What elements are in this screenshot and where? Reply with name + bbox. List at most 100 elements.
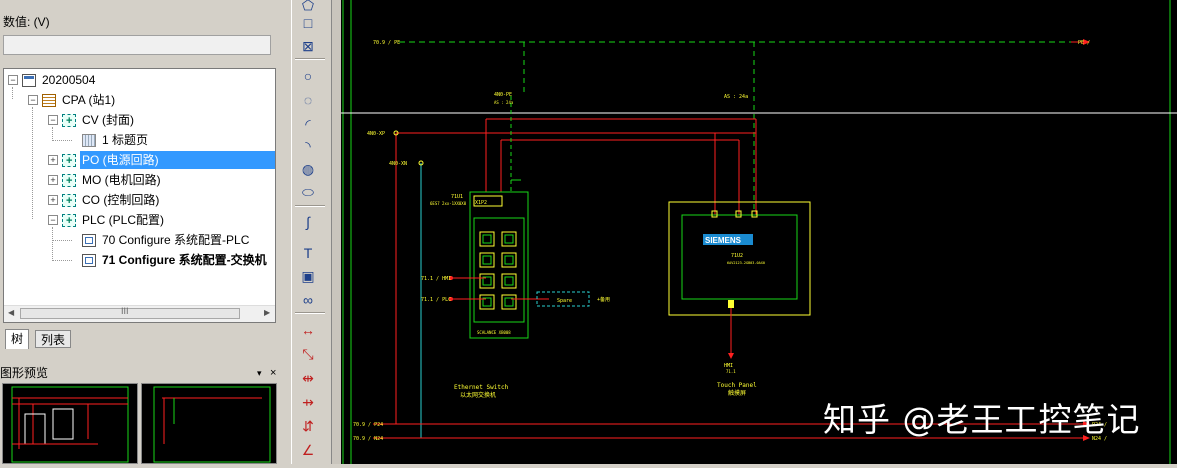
- preview-thumbnail-2[interactable]: [141, 383, 277, 464]
- hmi-arrowhead: [728, 353, 734, 359]
- panel-tag: 71U2: [731, 253, 743, 259]
- p24-arrowhead: [1083, 421, 1090, 427]
- siemens-logo-bg: [703, 234, 753, 245]
- dimension-chain-icon[interactable]: ⇹: [302, 370, 314, 386]
- close-icon[interactable]: ×: [270, 367, 277, 379]
- schematic-canvas[interactable]: 70.9 / PE PE / 4N0-PE AS : 24a AS : 24a …: [341, 0, 1177, 464]
- touch-panel-outer[interactable]: [668, 201, 811, 316]
- tree-guide: [52, 227, 53, 259]
- plc-link-dot: [449, 297, 453, 301]
- dimension-vertical-icon[interactable]: ⇵: [302, 418, 314, 434]
- function-group-icon: [62, 172, 76, 190]
- hmi-link-dot: [449, 276, 453, 280]
- function-group-icon: [62, 192, 76, 210]
- switch-port-jack: [482, 297, 492, 307]
- tree-item-label: MO (电机回路): [82, 173, 161, 187]
- plc-ref: 71.1 / PLC: [421, 297, 451, 303]
- tree-item-label: 20200504: [42, 73, 96, 87]
- ethernet-switch-body[interactable]: [469, 191, 529, 339]
- switch-port-jack: [482, 255, 492, 265]
- hmi-ref: 71.1 / HMI: [421, 276, 451, 282]
- rectangle-icon[interactable]: □: [303, 15, 313, 31]
- switch-port-tag-box: [473, 195, 503, 207]
- switch-port-jack: [504, 234, 514, 244]
- hyperlink-icon[interactable]: ∞: [303, 292, 313, 308]
- toolbar-splitter[interactable]: [331, 0, 342, 464]
- n24-left-ref: 70.9 / N24: [353, 436, 383, 442]
- tab-tree[interactable]: 树: [5, 329, 30, 349]
- circle-icon[interactable]: ○: [303, 68, 313, 84]
- tree-guide: [52, 127, 53, 139]
- switch-port-jack: [504, 276, 514, 286]
- tree-guide: [12, 87, 13, 99]
- collapse-icon[interactable]: −: [8, 75, 18, 85]
- terminal-xp: 4N0-XP: [367, 131, 385, 137]
- switch-port-tag: X1P2: [475, 200, 487, 206]
- expand-icon[interactable]: +: [48, 175, 58, 185]
- circle-3pt-icon[interactable]: ◌: [303, 92, 313, 108]
- rect-cross-icon[interactable]: ⊠: [302, 38, 314, 54]
- dimension-aligned-icon[interactable]: ⤡: [302, 346, 314, 362]
- arc-3pt-icon[interactable]: ◝: [305, 138, 311, 154]
- switch-port: [501, 294, 517, 310]
- dimension-baseline-icon[interactable]: ⇸: [302, 394, 314, 410]
- page-tree[interactable]: −20200504−CPA (站1)−CV (封面)1 标题页+PO (电源回路…: [3, 68, 276, 323]
- siemens-logo: SIEMENS: [705, 236, 742, 245]
- tree-item-label: 70 Configure 系统配置-PLC: [102, 233, 250, 247]
- dimension-horizontal-icon[interactable]: ↔: [301, 322, 315, 338]
- switch-bottom-tag: SCALANCE XB008: [477, 330, 511, 335]
- panel-hmi: HMI: [724, 363, 733, 369]
- tree-guide: [32, 107, 33, 219]
- scroll-thumb[interactable]: III: [20, 306, 240, 319]
- switch-port-jack: [504, 255, 514, 265]
- tree-guide: [52, 260, 72, 261]
- panel-term-1: [711, 210, 718, 218]
- pin-icon[interactable]: ▾: [257, 368, 262, 378]
- p24-left-ref: 70.9 / P24: [353, 422, 383, 428]
- n24-right-ref: N24 /: [1092, 436, 1107, 442]
- tree-item-label: 1 标题页: [102, 133, 149, 147]
- ellipse-icon[interactable]: ⬭: [302, 184, 314, 200]
- preview-thumbnail-1[interactable]: [2, 383, 138, 464]
- switch-label-cn: 以太网交换机: [460, 391, 496, 399]
- switch-port: [501, 273, 517, 289]
- touch-panel-screen: [681, 214, 798, 300]
- switch-port: [501, 252, 517, 268]
- text-icon[interactable]: T: [303, 245, 313, 261]
- tab-list[interactable]: 列表: [35, 330, 72, 348]
- function-group-icon: [62, 112, 76, 130]
- collapse-icon[interactable]: −: [48, 115, 58, 125]
- value-label: 数值: (V): [3, 15, 50, 29]
- arc-icon[interactable]: ◜: [305, 116, 311, 132]
- collapse-icon[interactable]: −: [28, 95, 38, 105]
- terminal-xn: 4N0-XN: [389, 161, 407, 167]
- pe-arrowhead: [1083, 39, 1090, 45]
- image-icon[interactable]: ▣: [301, 268, 315, 284]
- polygon-icon[interactable]: ⬠: [301, 0, 315, 13]
- watermark: 知乎 @老王工控笔记: [823, 400, 1141, 439]
- scroll-left-icon[interactable]: ◀: [8, 308, 15, 317]
- pe-left-ref: 70.9 / PE: [373, 40, 400, 46]
- page-icon: [82, 254, 96, 267]
- switch-port: [501, 231, 517, 247]
- expand-icon[interactable]: +: [48, 195, 58, 205]
- switch-port-block: [473, 217, 525, 323]
- tree-horizontal-scrollbar[interactable]: ◀ III ▶: [4, 305, 275, 322]
- toolbar-separator: [295, 58, 325, 60]
- ellipse-sector-icon[interactable]: ◍: [301, 161, 315, 177]
- terminal-as: AS : 24a: [724, 94, 748, 100]
- scroll-right-icon[interactable]: ▶: [264, 308, 271, 317]
- switch-port-jack: [504, 297, 514, 307]
- dimension-angle-icon[interactable]: ∠: [301, 442, 315, 458]
- terminal-pe-sub: AS : 24a: [494, 100, 514, 105]
- expand-icon[interactable]: +: [48, 155, 58, 165]
- tree-item-label: PO (电源回路): [80, 151, 275, 169]
- value-input[interactable]: [3, 35, 271, 55]
- collapse-icon[interactable]: −: [48, 215, 58, 225]
- spare-label: Spare: [557, 298, 572, 304]
- spline-icon[interactable]: ∫: [306, 214, 310, 230]
- tree-guide: [52, 240, 72, 241]
- project-navigator-panel: 数值: (V) −20200504−CPA (站1)−CV (封面)1 标题页+…: [0, 0, 283, 464]
- switch-port-jack: [482, 276, 492, 286]
- panel-label-cn: 触摸屏: [728, 389, 746, 397]
